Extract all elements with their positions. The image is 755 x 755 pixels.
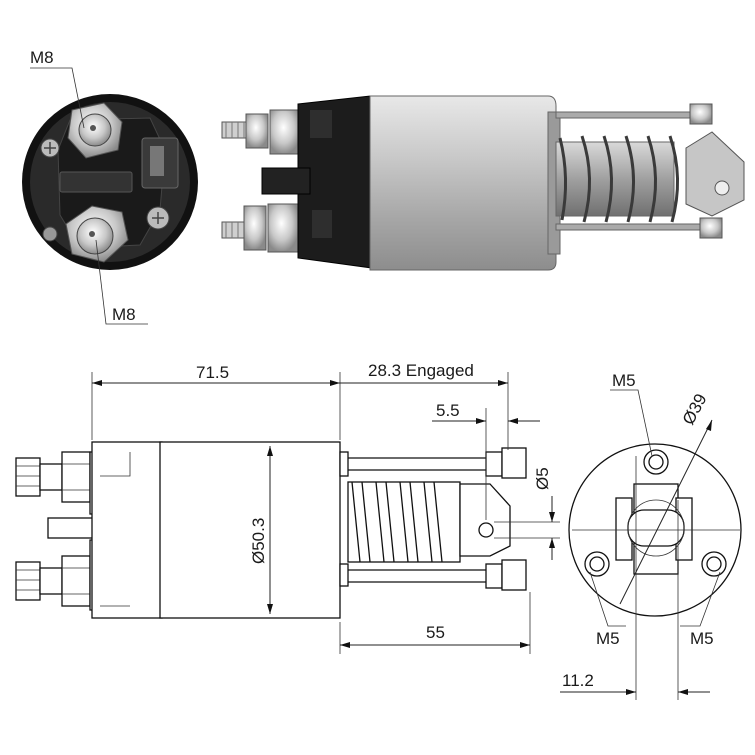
bottom-terminal-stud <box>65 205 129 263</box>
solenoid-body <box>369 95 557 271</box>
small-screw-right <box>146 206 170 230</box>
upper-stud <box>15 451 91 503</box>
bottom-m8-leader <box>95 239 148 325</box>
main-body <box>159 441 341 619</box>
dim-body-diameter: Ø50.3 <box>249 518 268 564</box>
left-mount-hole <box>584 551 610 577</box>
dim-stroke-engaged: 28.3 Engaged <box>368 361 474 380</box>
dim-hole-diameter: Ø5 <box>533 467 552 490</box>
photo-side-view <box>221 95 745 271</box>
dim-pcd: Ø39 <box>679 391 711 428</box>
drawn-spring <box>351 481 443 563</box>
dim-eye-offset: 5.5 <box>436 401 460 420</box>
end-drawing: Ø39 M5 M5 M5 11.2 <box>560 371 742 700</box>
drawn-eye <box>459 483 511 557</box>
dim-body-length: 71.5 <box>196 363 229 382</box>
top-m8-leader <box>30 67 85 129</box>
dim-offset: 11.2 <box>562 671 594 690</box>
lower-stud <box>15 555 91 607</box>
top-mount-hole <box>643 449 669 475</box>
bottom-terminal-label: M8 <box>112 305 136 324</box>
small-screw-left <box>40 138 60 158</box>
left-mount-label: M5 <box>596 629 620 648</box>
top-terminal-label: M8 <box>30 48 54 67</box>
right-mount-hole <box>701 551 727 577</box>
plunger-eye <box>685 131 745 217</box>
right-mount-label: M5 <box>690 629 714 648</box>
cap-body <box>91 441 163 619</box>
drawn-eye-hole <box>478 522 494 538</box>
pcd-line <box>619 419 713 605</box>
dim-plunger-length: 55 <box>426 623 445 642</box>
top-mount-label: M5 <box>612 371 636 390</box>
spring <box>558 135 679 223</box>
photo-end-view: M8 M8 <box>22 48 198 325</box>
side-drawing: 71.5 28.3 Engaged 5.5 Ø5 Ø50.3 55 <box>15 361 560 654</box>
